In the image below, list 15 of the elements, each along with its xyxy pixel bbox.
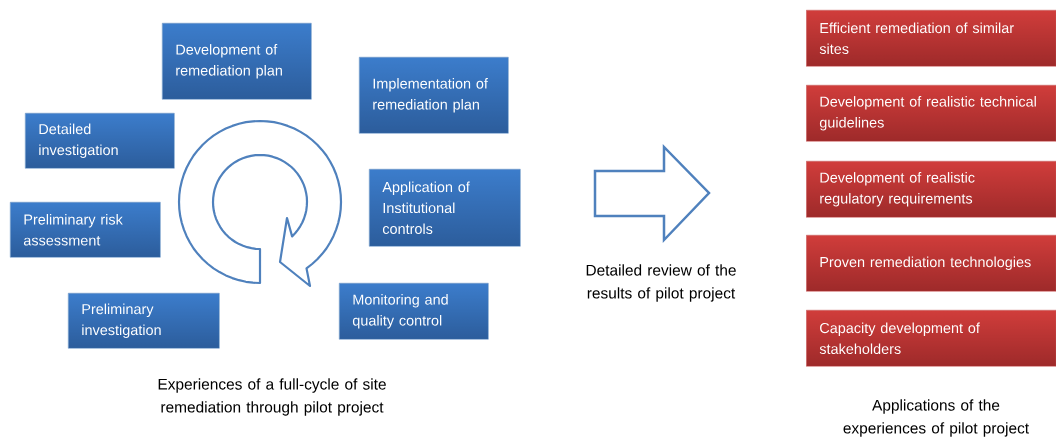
outcome-box: Efficient remediation of similar sites bbox=[806, 10, 1056, 67]
outcome-box: Development of realistic technical guidelines bbox=[806, 85, 1056, 142]
caption-text: Detailed review of the results of pilot project bbox=[586, 264, 736, 302]
process-box: Preliminary risk assessment bbox=[10, 202, 161, 258]
process-box: Detailed investigation bbox=[25, 113, 175, 169]
outcome-box: Development of realistic regulatory requirements bbox=[806, 161, 1056, 218]
process-box: Preliminary investigation bbox=[68, 293, 220, 349]
outcome-box: Capacity development of stakeholders bbox=[806, 310, 1056, 367]
process-box: Application of Institutional controls bbox=[369, 169, 521, 247]
caption-text: Experiences of a full-cycle of site remediation through pilot project bbox=[158, 378, 386, 416]
process-box: Development of remediation plan bbox=[162, 23, 312, 100]
caption-text: Applications of the experiences of pilot project bbox=[843, 399, 1029, 437]
outcome-box: Proven remediation technologies bbox=[806, 235, 1056, 292]
process-box: Implementation of remediation plan bbox=[359, 57, 509, 134]
process-box: Monitoring and quality control bbox=[339, 283, 489, 340]
